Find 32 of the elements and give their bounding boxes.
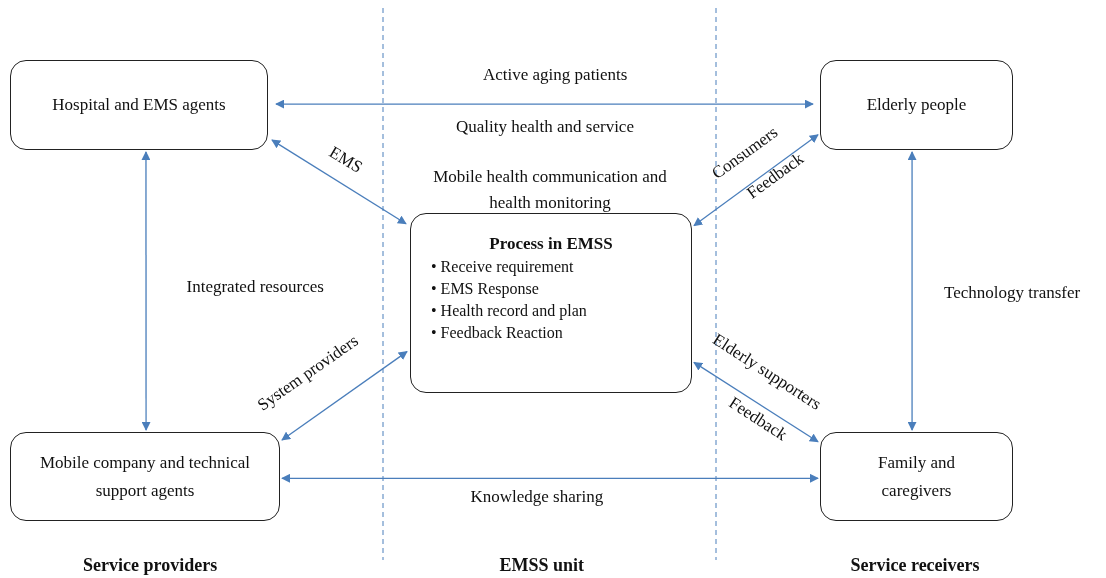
- bullet-item: • Receive requirement: [430, 257, 575, 278]
- arrow: [141, 151, 151, 431]
- actor-box: [820, 60, 1013, 150]
- bullet-item: • Feedback Reaction: [430, 323, 564, 343]
- edge-label: EMS: [325, 142, 365, 177]
- node-label: Mobile company and technical support agents: [38, 451, 252, 502]
- box-heading: Process in EMSS: [488, 234, 614, 254]
- process-box: [410, 213, 692, 393]
- annotation-text: Quality health and service: [456, 117, 634, 137]
- actor-box: [10, 432, 280, 521]
- edge-label: Integrated resources: [186, 277, 324, 297]
- arrow: [693, 134, 819, 227]
- node-label: Hospital and EMS agents: [51, 94, 227, 116]
- actor-box: [820, 432, 1013, 521]
- actor-box: [10, 60, 268, 150]
- edge-label: Active aging patients: [483, 65, 628, 85]
- column-heading: EMSS unit: [499, 556, 585, 576]
- bullet-item: • Health record and plan: [430, 301, 588, 322]
- arrow: [907, 151, 917, 431]
- arrow: [281, 473, 819, 483]
- arrow: [275, 99, 814, 109]
- arrow: [271, 139, 407, 225]
- arrow: [281, 350, 408, 441]
- edge-label: Knowledge sharing: [470, 487, 604, 507]
- edge-label: Technology transfer: [944, 283, 1081, 303]
- node-label: Elderly people: [865, 94, 968, 116]
- node-label: Family and caregivers: [877, 451, 956, 502]
- column-heading: Service providers: [83, 556, 218, 576]
- bullet-item: • EMS Response: [430, 279, 540, 300]
- column-heading: Service receivers: [850, 556, 980, 576]
- annotation-text: Mobile health communication and health monitoring: [432, 166, 668, 214]
- arrow: [693, 361, 819, 443]
